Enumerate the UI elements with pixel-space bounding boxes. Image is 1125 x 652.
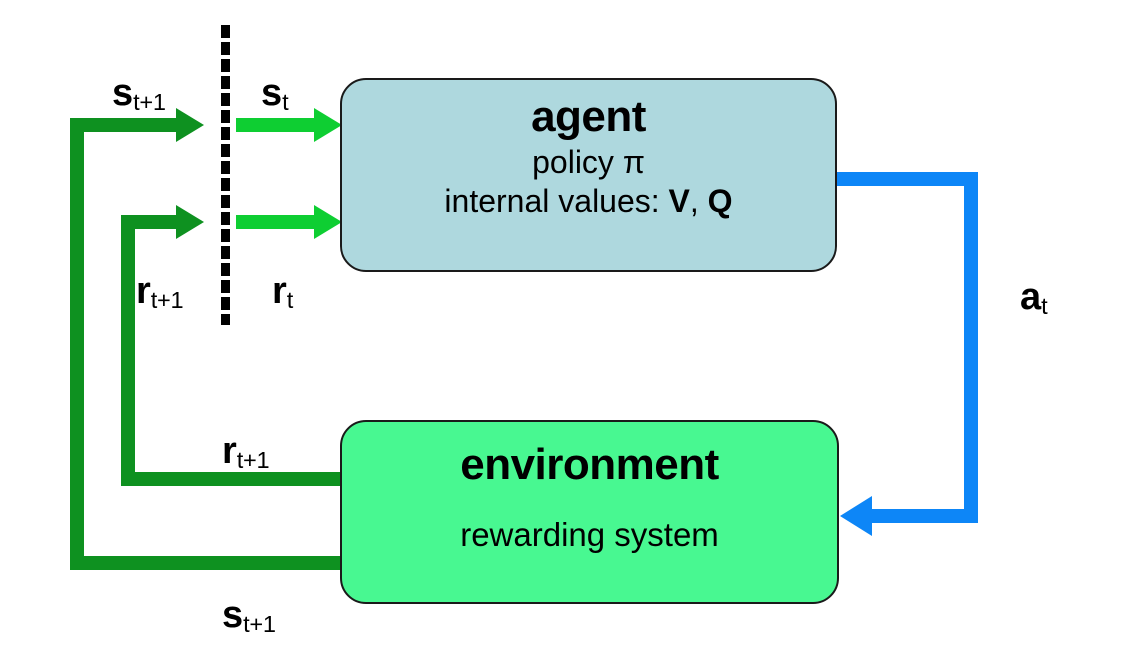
- label-state-current-base: s: [261, 72, 283, 114]
- label-reward-next-env-sub: t+1: [236, 447, 270, 474]
- state-feedback-horizontal-top: [70, 118, 178, 132]
- agent-node[interactable]: agent policy π internal values: V, Q: [340, 78, 837, 272]
- reward-feedback-arrowhead: [176, 205, 204, 239]
- label-state-next-env-base: s: [222, 594, 244, 636]
- action-arrowhead: [840, 496, 872, 536]
- environment-subtitle: rewarding system: [460, 516, 719, 554]
- reward-input-arrowhead: [314, 205, 342, 239]
- label-state-current: st: [261, 72, 289, 116]
- action-horizontal-top: [832, 172, 978, 186]
- reward-feedback-horizontal-top: [121, 215, 178, 229]
- label-action-sub: t: [1041, 293, 1048, 320]
- label-action: at: [1020, 276, 1048, 320]
- label-state-next-env-sub: t+1: [243, 611, 276, 638]
- state-feedback-horizontal-bottom: [70, 556, 348, 570]
- label-action-base: a: [1020, 276, 1042, 318]
- label-reward-next-top-sub: t+1: [150, 287, 184, 314]
- environment-node[interactable]: environment rewarding system: [340, 420, 839, 604]
- label-reward-current-sub: t: [286, 287, 294, 314]
- label-state-next-top-base: s: [112, 72, 134, 114]
- label-state-next-top: st+1: [112, 72, 166, 116]
- label-state-current-sub: t: [282, 89, 289, 116]
- agent-value-v: V: [668, 182, 690, 219]
- agent-value-separator: ,: [689, 182, 708, 219]
- time-delay-dashed-divider: [221, 25, 230, 325]
- reward-input-line: [236, 215, 316, 229]
- state-input-arrowhead: [314, 108, 342, 142]
- agent-value-q: Q: [707, 182, 733, 219]
- agent-title: agent: [531, 92, 646, 141]
- label-reward-next-env: rt+1: [222, 430, 270, 474]
- label-reward-current-base: r: [272, 270, 287, 312]
- state-input-line: [236, 118, 316, 132]
- action-vertical-right: [964, 172, 978, 523]
- label-state-next-top-sub: t+1: [133, 89, 166, 116]
- action-horizontal-bottom: [872, 509, 978, 523]
- label-reward-next-top: rt+1: [136, 270, 184, 314]
- state-feedback-vertical-left: [70, 118, 84, 570]
- label-state-next-env: st+1: [222, 594, 276, 638]
- environment-title: environment: [460, 440, 719, 489]
- reward-feedback-vertical-left: [121, 215, 135, 486]
- reward-feedback-horizontal-bottom: [121, 472, 348, 486]
- agent-policy-line: policy π: [532, 144, 645, 181]
- agent-internal-values-line: internal values: V, Q: [444, 182, 732, 220]
- label-reward-current: rt: [272, 270, 294, 314]
- label-reward-next-top-base: r: [136, 270, 151, 312]
- state-feedback-arrowhead: [176, 108, 204, 142]
- label-reward-next-env-base: r: [222, 430, 237, 472]
- agent-internal-values-prefix: internal values:: [444, 182, 669, 219]
